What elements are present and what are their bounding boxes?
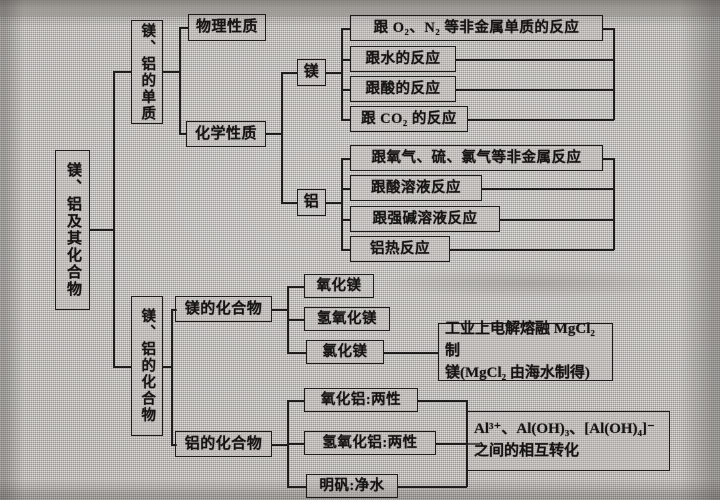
leaf-aluminium-oxide-amphoteric-label: 氧化铝:两性 [320, 391, 402, 408]
leaf-magnesium-chloride-label: 氯化镁 [322, 343, 368, 360]
leaf-al-reaction-nonmetals-label: 跟氧气、硫、氯气等非金属反应 [371, 149, 582, 166]
connector-elemental-spine [179, 27, 181, 134]
note-magnesium-production[interactable]: 工业上电解熔融 MgCl₂ 制 镁(MgCl₂ 由海水制得) [438, 321, 613, 381]
leaf-mg-reaction-co2-label: 跟 CO₂ 的反应 [361, 110, 457, 127]
note-magnesium-production-line2: 镁(MgCl₂ 由海水制得) [445, 364, 590, 381]
leaf-al-thermite-reaction-label: 铝热反应 [370, 240, 430, 257]
connector-alc-leaf3 [287, 486, 307, 488]
node-aluminium-compounds-label: 铝的化合物 [184, 435, 263, 452]
node-magnesium-compounds[interactable]: 镁的化合物 [175, 296, 272, 322]
connector-mgc-leaf3 [287, 352, 307, 354]
node-magnesium[interactable]: 镁 [297, 59, 326, 86]
leaf-magnesium-chloride[interactable]: 氯化镁 [306, 340, 384, 364]
leaf-mg-reaction-co2[interactable]: 跟 CO₂ 的反应 [350, 106, 468, 132]
leaf-magnesium-oxide[interactable]: 氧化镁 [304, 274, 374, 298]
connector-mgcl2-to-note [384, 352, 439, 354]
note-aluminium-interconversion[interactable]: Al³⁺、Al(OH)₃、[Al(OH)₄]⁻ 之间的相互转化 [467, 411, 670, 471]
connector-mgc-leaf1 [287, 286, 305, 288]
node-magnesium-compounds-label: 镁的化合物 [184, 300, 263, 317]
leaf-mg-reaction-acid[interactable]: 跟酸的反应 [350, 76, 456, 102]
connector-mg-right-leaf2 [456, 59, 614, 61]
leaf-al-reaction-strong-base[interactable]: 跟强碱溶液反应 [350, 206, 500, 232]
leaf-al-reaction-nonmetals[interactable]: 跟氧气、硫、氯气等非金属反应 [350, 145, 603, 171]
connector-to-magnesium [281, 72, 298, 74]
connector-chemical-out [266, 133, 282, 135]
level2-node-compounds-label: 镁、铝的化合物 [139, 308, 156, 424]
connector-alc-out [272, 444, 288, 446]
leaf-mg-reaction-water-label: 跟水的反应 [365, 50, 441, 67]
connector-al-right-leaf2 [482, 188, 614, 190]
leaf-al-thermite-reaction[interactable]: 铝热反应 [350, 236, 450, 262]
connector-chemical-spine [281, 72, 283, 203]
connector-al-spine [341, 158, 343, 250]
connector-to-aluminium [281, 202, 298, 204]
node-chemical-properties-label: 化学性质 [194, 125, 257, 142]
leaf-al-reaction-strong-base-label: 跟强碱溶液反应 [372, 210, 478, 227]
root-node-label: 镁、铝及其化合物 [65, 162, 81, 298]
connector-mg-right-leaf4 [468, 119, 614, 121]
node-aluminium-compounds[interactable]: 铝的化合物 [175, 431, 272, 457]
connector-alc-right-leaf3 [398, 486, 467, 488]
connector-alc-leaf2 [287, 443, 305, 445]
root-node-mg-al-and-compounds[interactable]: 镁、铝及其化合物 [55, 150, 90, 310]
leaf-magnesium-hydroxide-label: 氢氧化镁 [317, 310, 377, 327]
note-aluminium-interconversion-line2: 之间的相互转化 [474, 443, 580, 459]
connector-mg-out [326, 72, 342, 74]
connector-to-elemental [113, 71, 132, 73]
node-chemical-properties[interactable]: 化学性质 [186, 121, 266, 147]
connector-alc-right-leaf2 [436, 443, 467, 445]
leaf-alum-water-purification[interactable]: 明矾:净水 [306, 474, 398, 498]
level2-node-compounds[interactable]: 镁、铝的化合物 [131, 296, 163, 436]
node-physical-properties[interactable]: 物理性质 [188, 14, 266, 41]
paper-top-fold [0, 0, 720, 16]
connector-compounds-spine [171, 309, 173, 445]
connector-al-out [326, 202, 342, 204]
leaf-mg-reaction-acid-label: 跟酸的反应 [365, 80, 441, 97]
level2-node-elemental-label: 镁、铝的单质 [139, 22, 156, 122]
connector-root-spine [113, 71, 115, 367]
node-aluminium-label: 铝 [303, 194, 320, 211]
node-physical-properties-label: 物理性质 [195, 19, 258, 36]
leaf-aluminium-hydroxide-amphoteric[interactable]: 氢氧化铝:两性 [304, 431, 436, 455]
leaf-magnesium-hydroxide[interactable]: 氢氧化镁 [304, 307, 390, 331]
connector-alc-right-leaf1 [418, 400, 467, 402]
connector-mg-right-leaf3 [456, 89, 614, 91]
leaf-alum-water-purification-label: 明矾:净水 [319, 477, 385, 494]
connector-mg-right-spine [613, 28, 615, 120]
connector-to-compounds [113, 366, 132, 368]
leaf-magnesium-oxide-label: 氧化镁 [316, 277, 362, 294]
leaf-mg-reaction-nonmetals-label: 跟 O₂、N₂ 等非金属单质的反应 [373, 19, 580, 36]
connector-mgc-out [272, 309, 288, 311]
node-magnesium-label: 镁 [303, 64, 320, 81]
connector-mg-spine [341, 28, 343, 120]
leaf-al-reaction-acid-solution[interactable]: 跟酸溶液反应 [350, 175, 482, 201]
connector-mgc-leaf2 [287, 319, 305, 321]
leaf-al-reaction-acid-solution-label: 跟酸溶液反应 [371, 179, 461, 196]
note-magnesium-production-line1: 工业上电解熔融 MgCl₂ 制 [445, 321, 595, 360]
connector-al-right-leaf3 [500, 219, 614, 221]
connector-al-right-spine [613, 158, 615, 250]
connector-alc-leaf1 [287, 400, 305, 402]
node-aluminium[interactable]: 铝 [297, 189, 326, 216]
connector-elemental-out [163, 71, 180, 73]
leaf-aluminium-oxide-amphoteric[interactable]: 氧化铝:两性 [304, 388, 418, 412]
leaf-mg-reaction-nonmetals[interactable]: 跟 O₂、N₂ 等非金属单质的反应 [350, 15, 603, 41]
leaf-mg-reaction-water[interactable]: 跟水的反应 [350, 46, 456, 72]
connector-root-out [90, 229, 114, 231]
paper-smudge [380, 268, 680, 298]
leaf-aluminium-hydroxide-amphoteric-label: 氢氧化铝:两性 [322, 434, 418, 451]
note-aluminium-interconversion-line1: Al³⁺、Al(OH)₃、[Al(OH)₄]⁻ [474, 421, 655, 438]
connector-al-right-leaf4 [450, 249, 614, 251]
level2-node-elemental[interactable]: 镁、铝的单质 [131, 20, 163, 124]
